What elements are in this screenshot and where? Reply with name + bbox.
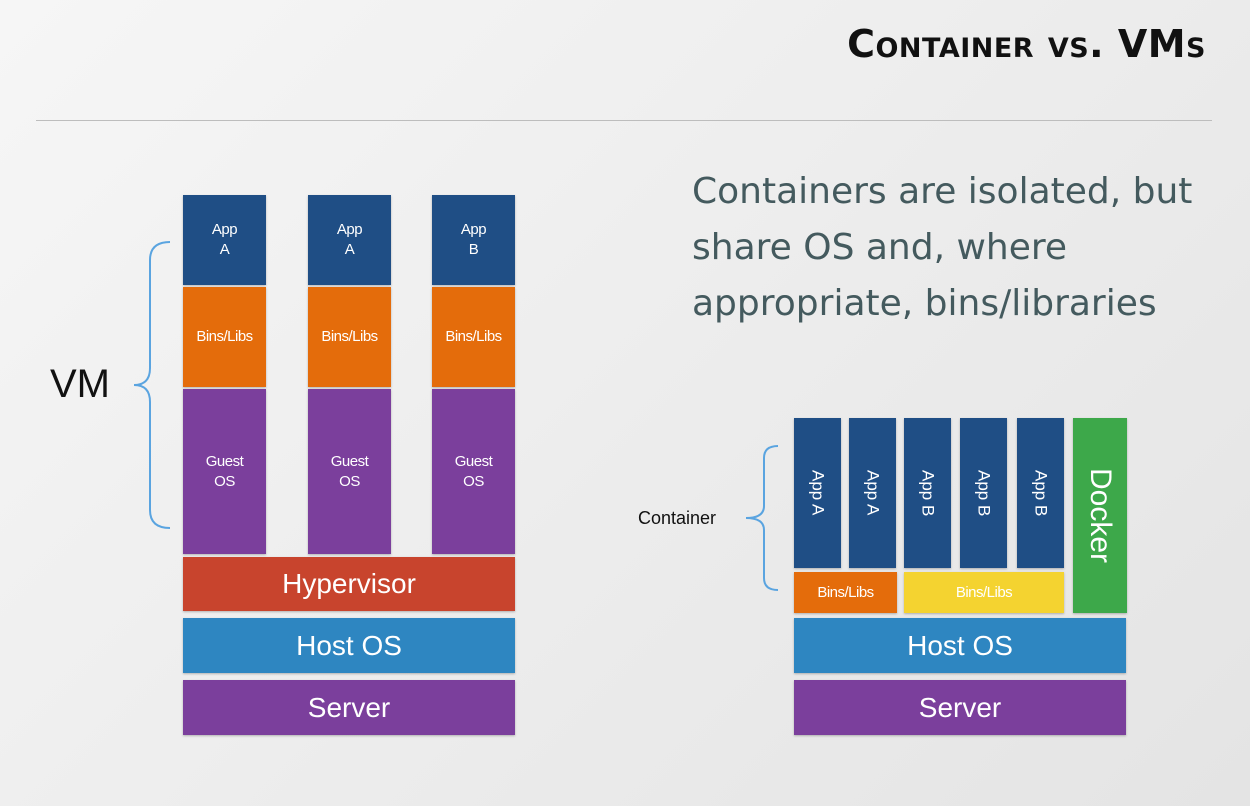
vm-guest-os-block: Guest OS	[308, 389, 391, 554]
title-divider	[36, 120, 1212, 121]
vm-server-block: Server	[183, 680, 515, 735]
shared-bins-block: Bins/Libs	[904, 572, 1064, 613]
vm-guest-os-block: Guest OS	[183, 389, 266, 554]
vm-bins-block: Bins/Libs	[183, 287, 266, 387]
docker-block: Docker	[1073, 418, 1127, 613]
vm-guest-os-block: Guest OS	[432, 389, 515, 554]
container-host-os-block: Host OS	[794, 618, 1126, 673]
slide-title: Container vs. VMs	[847, 22, 1206, 66]
vm-host-os-block: Host OS	[183, 618, 515, 673]
container-server-block: Server	[794, 680, 1126, 735]
vm-label: VM	[50, 362, 110, 406]
vm-bins-block: Bins/Libs	[308, 287, 391, 387]
container-bins-block: Bins/Libs	[794, 572, 897, 613]
vm-bins-block: Bins/Libs	[432, 287, 515, 387]
vm-app-block: App A	[308, 195, 391, 285]
container-app-block: App B	[904, 418, 951, 568]
hypervisor-block: Hypervisor	[183, 557, 515, 611]
vm-brace-icon	[133, 241, 171, 529]
container-app-block: App A	[794, 418, 841, 568]
vm-app-block: App A	[183, 195, 266, 285]
container-app-block: App B	[960, 418, 1007, 568]
container-app-block: App A	[849, 418, 896, 568]
vm-app-block: App B	[432, 195, 515, 285]
container-brace-icon	[745, 445, 779, 591]
container-label: Container	[638, 508, 717, 528]
container-app-block: App B	[1017, 418, 1064, 568]
slide-subtitle: Containers are isolated, but share OS an…	[692, 171, 1193, 324]
